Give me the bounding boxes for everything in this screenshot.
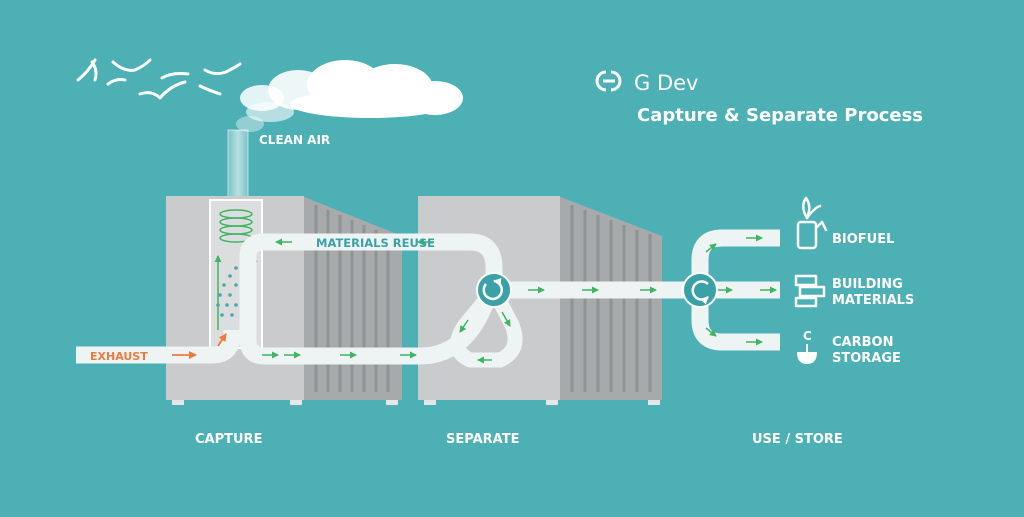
carbon-storage-label-2: STORAGE bbox=[832, 351, 901, 366]
building-materials-icon bbox=[794, 274, 826, 308]
bird-5 bbox=[160, 72, 190, 80]
bird-1 bbox=[76, 58, 98, 82]
carbon-storage-label-1: CARBON bbox=[832, 335, 893, 350]
brand-logo-icon bbox=[595, 70, 622, 92]
carbon-storage-icon: C bbox=[797, 329, 817, 364]
exhaust-label: EXHAUST bbox=[90, 350, 148, 363]
exhaust-pipe bbox=[76, 326, 241, 364]
page-title: Capture & Separate Process bbox=[637, 105, 923, 126]
bird-7 bbox=[203, 62, 242, 76]
reuse-pipe bbox=[239, 233, 503, 290]
bird-6 bbox=[198, 84, 222, 96]
distribution-valve-icon bbox=[682, 272, 718, 308]
clean-air-label: CLEAN AIR bbox=[259, 133, 330, 147]
separator-valve-icon bbox=[476, 272, 512, 308]
brand-name: G Dev bbox=[634, 71, 698, 95]
exhaust-arrow-2 bbox=[217, 333, 227, 347]
biofuel-label: BIOFUEL bbox=[832, 232, 894, 247]
building-materials-label-2: MATERIALS bbox=[832, 293, 914, 308]
pipes bbox=[76, 229, 780, 368]
birds bbox=[76, 58, 242, 100]
stage-use-store-label: USE / STORE bbox=[752, 432, 843, 447]
building-materials-label-1: BUILDING bbox=[832, 277, 903, 292]
materials-reuse-label: MATERIALS REUSE bbox=[316, 236, 435, 250]
biofuel-icon bbox=[796, 196, 828, 250]
cloud bbox=[236, 60, 463, 132]
capture-machine bbox=[166, 196, 402, 405]
fork-top bbox=[691, 229, 780, 290]
stage-capture-label: CAPTURE bbox=[195, 432, 262, 447]
flow-arrows bbox=[262, 234, 777, 364]
bird-3 bbox=[111, 58, 152, 72]
bird-2 bbox=[106, 78, 127, 86]
bird-4 bbox=[138, 80, 187, 100]
carbon-symbol: C bbox=[803, 329, 812, 343]
fork-bottom bbox=[691, 290, 780, 351]
stage-separate-label: SEPARATE bbox=[446, 432, 519, 447]
separate-machine bbox=[418, 196, 662, 405]
